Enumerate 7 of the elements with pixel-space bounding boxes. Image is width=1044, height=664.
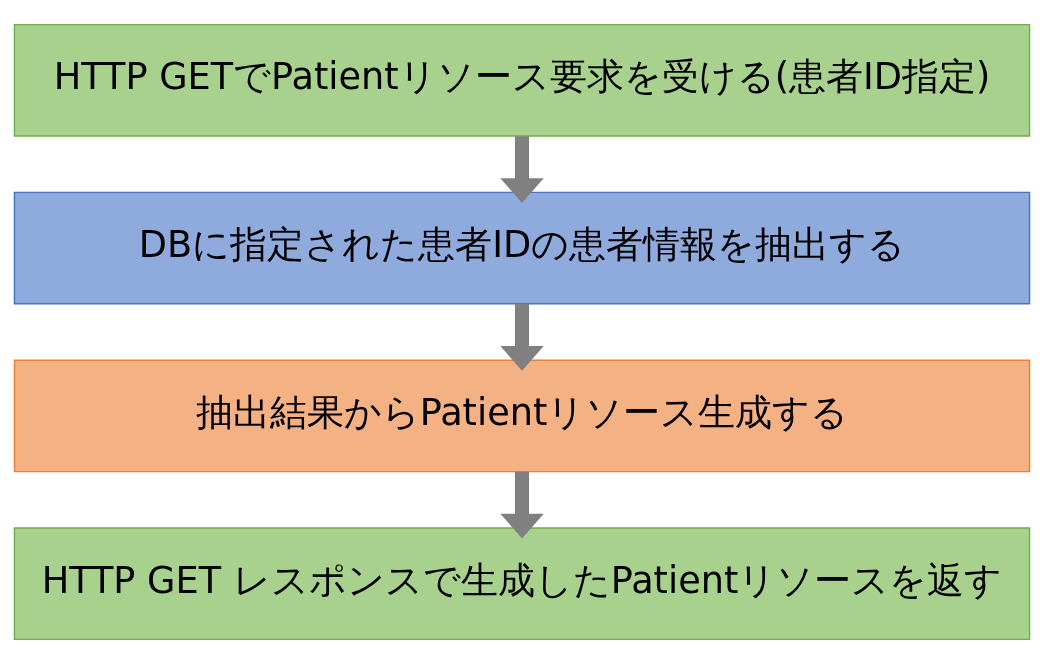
node-box: HTTP GETでPatientリソース要求を受ける(患者ID指定) [13, 23, 1031, 137]
node-box: 抽出結果からPatientリソース生成する [13, 359, 1031, 473]
arrow [500, 471, 544, 539]
node-box: DBに指定された患者IDの患者情報を抽出する [13, 191, 1031, 305]
node-box: HTTP GET レスポンスで生成したPatientリソースを返す [13, 527, 1031, 641]
arrow [500, 304, 544, 371]
arrow [500, 136, 544, 203]
